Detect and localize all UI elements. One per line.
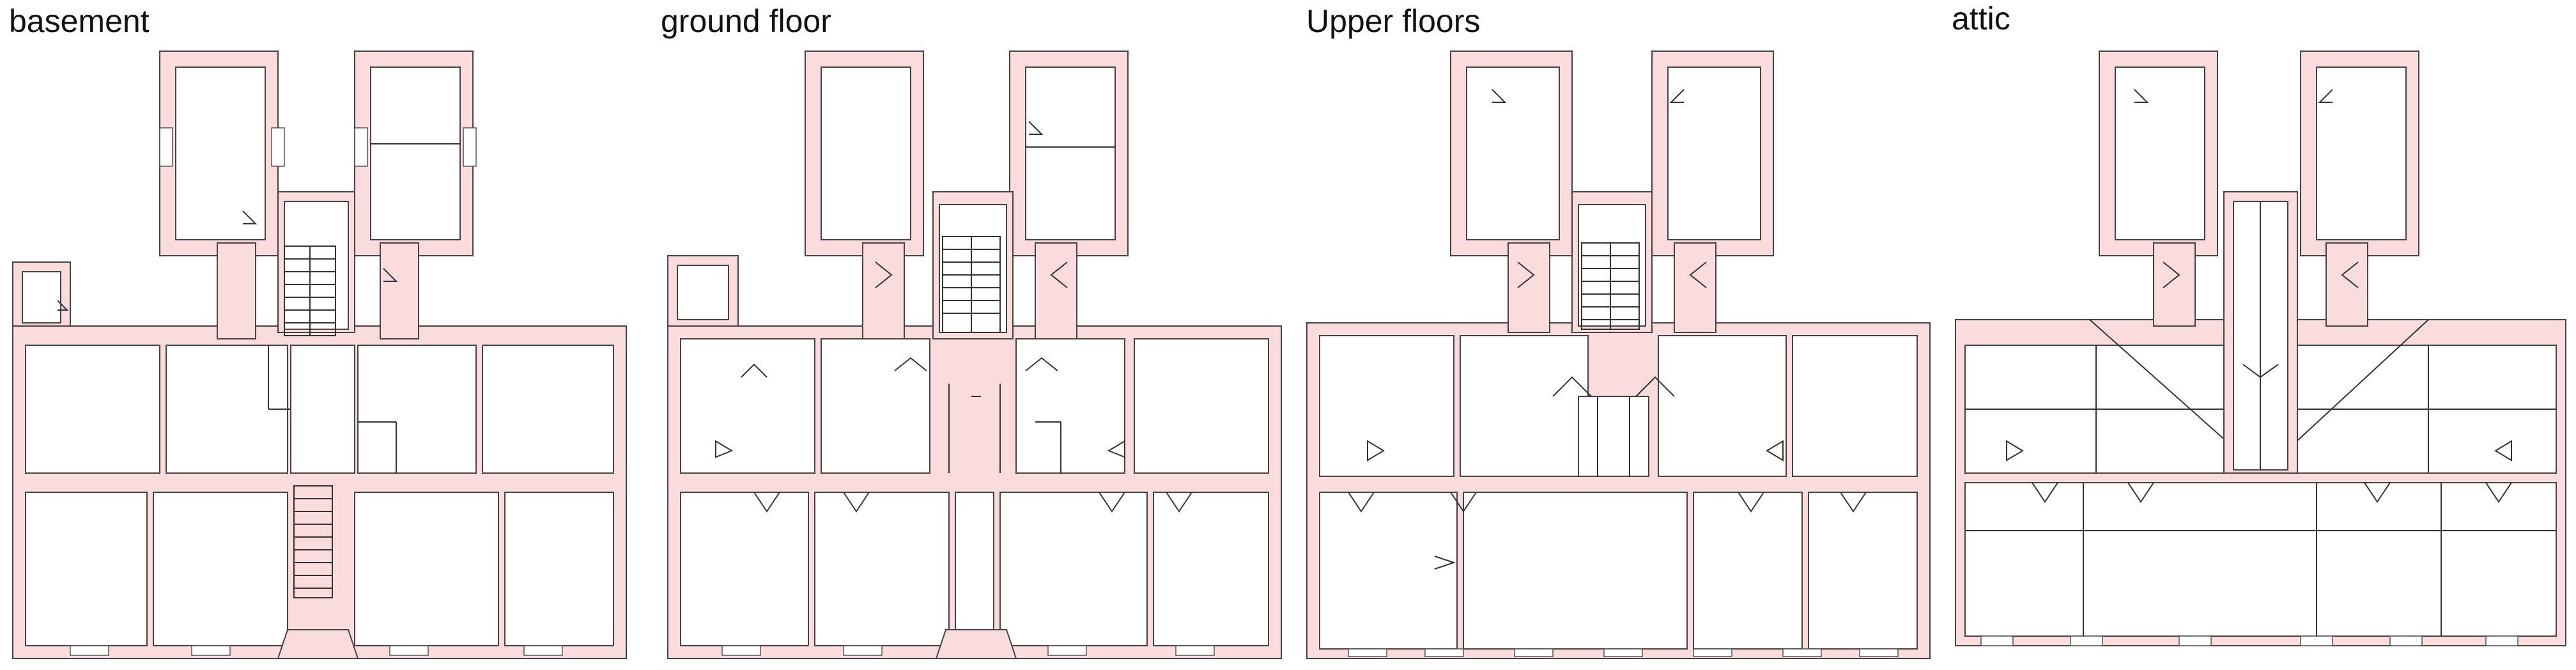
plan-title: Upper floors [1306, 3, 1481, 39]
tower-room [821, 66, 911, 240]
room [354, 492, 499, 646]
tower-room [370, 66, 461, 240]
floor-plan-basement: basement [0, 0, 639, 670]
tower-room [1025, 66, 1116, 240]
plan-title: basement [9, 3, 150, 39]
corridor [1578, 396, 1649, 477]
staircase [942, 236, 1001, 333]
stair-room [284, 201, 349, 330]
tower-neck [862, 242, 905, 339]
room [1153, 492, 1269, 646]
room [166, 345, 288, 474]
room [482, 345, 614, 474]
room [821, 338, 930, 474]
staircase [284, 245, 336, 336]
room [504, 492, 614, 646]
tower-room [2316, 66, 2407, 240]
tower-neck [1508, 242, 1550, 333]
tower-neck [2325, 242, 2368, 327]
room [1319, 335, 1454, 477]
staircase [1581, 242, 1640, 330]
annex-room [677, 265, 729, 320]
room [1808, 492, 1918, 650]
room [680, 338, 815, 474]
room [1463, 492, 1688, 650]
tower-neck [1035, 242, 1077, 339]
room [153, 492, 288, 646]
plan-drawing [12, 51, 627, 659]
stair-room [939, 204, 1007, 333]
corridor [955, 492, 994, 634]
staircase [293, 485, 333, 598]
room [357, 345, 477, 474]
room [1319, 492, 1458, 650]
entrance-bay [935, 629, 1017, 659]
room [1460, 335, 1589, 477]
room [680, 492, 809, 646]
corridor [290, 345, 355, 474]
room [1792, 335, 1918, 477]
room [25, 345, 160, 474]
floor-plan-attic: attic [1943, 0, 2575, 670]
tower-neck [2153, 242, 2196, 327]
tower-room [1667, 66, 1761, 240]
room [1693, 492, 1803, 650]
tower-room [1466, 66, 1560, 240]
room [25, 492, 148, 646]
tower-room [2115, 66, 2205, 240]
room [814, 492, 950, 646]
tower-room [175, 66, 266, 240]
plan-drawing [667, 51, 1282, 659]
stair-room [1578, 204, 1646, 327]
room [1658, 335, 1787, 477]
plan-title: attic [1952, 1, 2010, 36]
plan-title: ground floor [661, 3, 831, 39]
room [1015, 338, 1125, 474]
plan-drawing [1306, 51, 1931, 659]
floor-plan-upper-floors: Upper floors [1297, 0, 1936, 670]
entrance-bay [277, 629, 359, 659]
annex-room [22, 271, 61, 323]
plan-drawing [1955, 51, 2566, 646]
room [999, 492, 1148, 646]
attic-floor [1964, 482, 2557, 637]
tower-neck [380, 242, 419, 339]
floor-plan-ground-floor: ground floor [652, 0, 1291, 670]
tower-neck [217, 242, 256, 339]
room [1134, 338, 1269, 474]
tower-neck [1674, 242, 1716, 333]
